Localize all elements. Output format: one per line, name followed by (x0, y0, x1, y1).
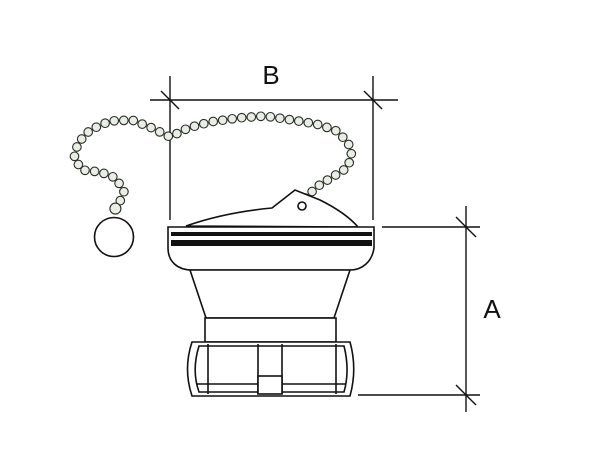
dimension-a-label: A (483, 294, 501, 324)
chain-bead (322, 122, 332, 133)
chain-bead (99, 168, 109, 179)
chain-bead (189, 121, 200, 132)
chain-bead (284, 114, 295, 125)
chain-bead (109, 202, 122, 215)
chain-bead (119, 186, 129, 197)
chain-bead (107, 171, 118, 182)
chain-bead (343, 139, 354, 150)
chain-bead (265, 111, 276, 122)
chain-bead (137, 119, 148, 129)
chain-bead (83, 127, 94, 137)
chain-bead (198, 118, 209, 129)
chain-bead (80, 165, 90, 176)
chain-bead (255, 111, 266, 122)
chain-bead (337, 132, 348, 143)
chain-bead (91, 122, 102, 133)
chain-bead (338, 165, 349, 175)
chain-bead (208, 116, 219, 127)
dimension-b-tick-right (363, 90, 383, 110)
chain-bead (236, 112, 247, 123)
dimension-a-tick-top (455, 216, 477, 238)
chain-bead (303, 117, 314, 128)
chain-tab-hole (297, 201, 307, 211)
plug-cone (188, 269, 352, 319)
chain-ring (93, 216, 135, 258)
chain-bead (330, 125, 341, 136)
chain-bead (330, 170, 341, 180)
dimension-b-tick-left (160, 90, 180, 110)
chain-bead (246, 112, 257, 122)
plug-body (167, 189, 375, 397)
chain-bead (322, 175, 333, 185)
chain-bead (72, 142, 82, 152)
seal-band-bottom (171, 240, 372, 246)
plug-nut (186, 341, 355, 397)
chain-bead (344, 157, 355, 168)
chain-bead (314, 180, 325, 191)
chain-bead (73, 159, 84, 170)
chain-bead (312, 119, 323, 130)
chain-bead (128, 115, 139, 126)
chain-bead (154, 127, 165, 137)
chain-bead (172, 128, 182, 139)
chain-bead (118, 115, 129, 126)
dimension-b-label: B (262, 60, 279, 90)
chain-bead (227, 113, 238, 124)
nut-inner-outline (194, 345, 348, 393)
plug-neck (204, 317, 337, 343)
chain-bead (293, 116, 304, 126)
chain-bead (146, 122, 156, 133)
chain-bead (89, 166, 100, 177)
chain-bead (109, 115, 120, 126)
chain-bead (76, 134, 87, 144)
chain-bead (163, 131, 174, 142)
plug-dome (185, 189, 360, 228)
chain-bead (307, 186, 317, 197)
bead-chain (69, 111, 357, 215)
chain-bead (115, 195, 126, 206)
nut-lug (257, 375, 283, 395)
dimension-b (150, 76, 398, 220)
chain-bead (180, 124, 191, 135)
chain-bead (69, 151, 80, 162)
chain-bead (100, 118, 110, 129)
seal-band-top (171, 232, 372, 236)
dimension-a (358, 206, 480, 412)
dimension-a-tick-bottom (455, 384, 477, 406)
chain-bead (217, 115, 228, 126)
chain-bead (275, 113, 285, 124)
chain-bead (346, 148, 357, 159)
chain-bead (114, 178, 124, 189)
